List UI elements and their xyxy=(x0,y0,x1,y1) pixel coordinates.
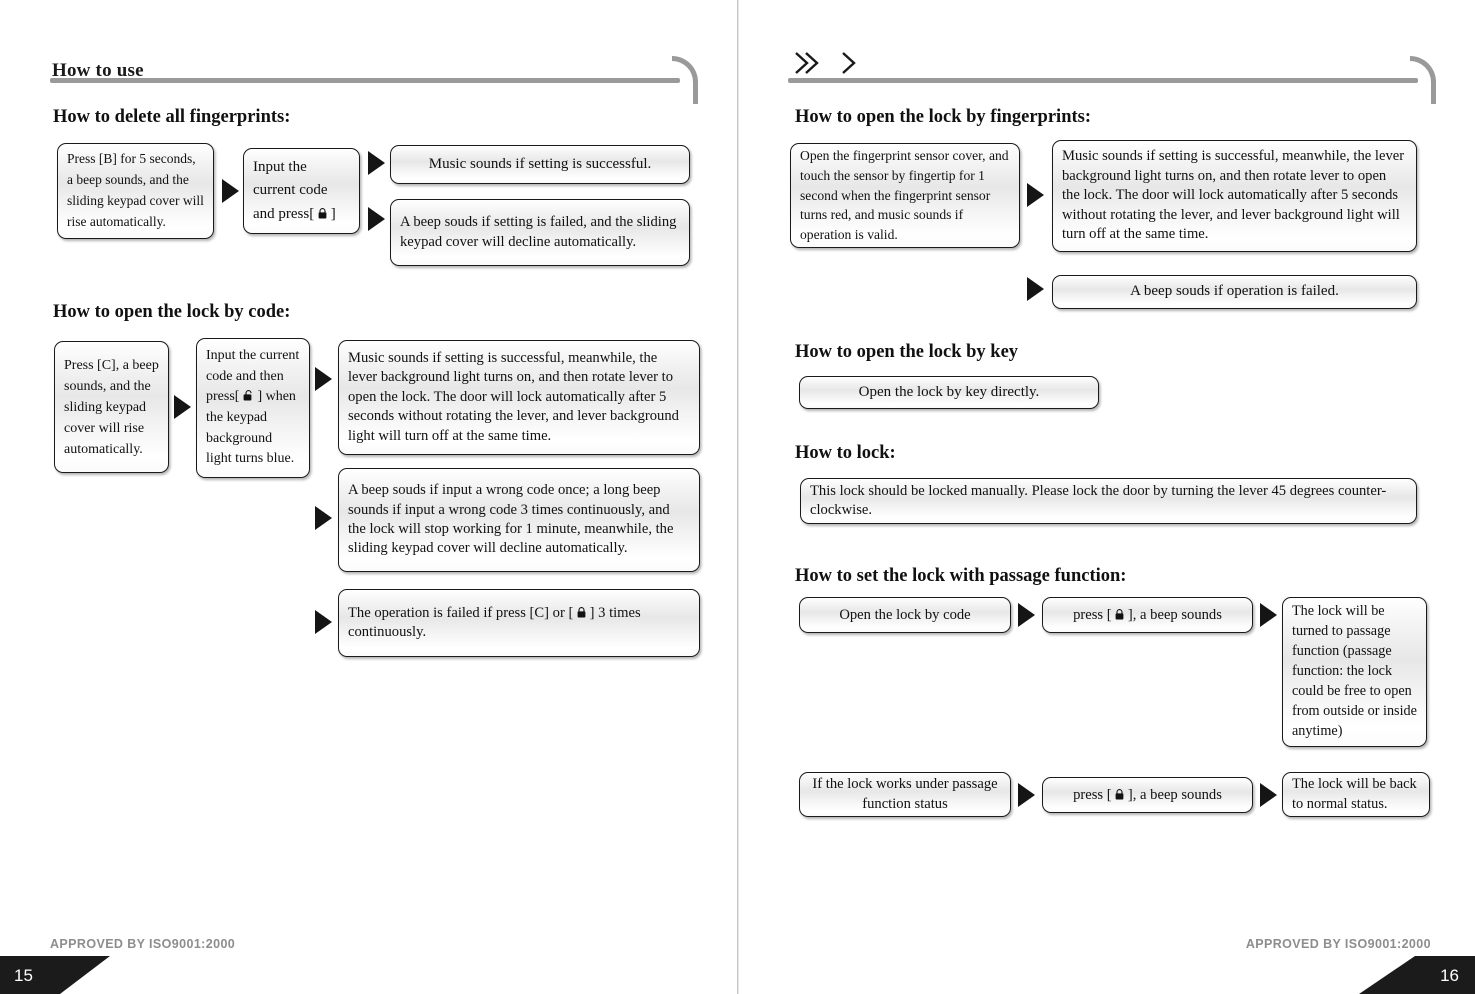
flow-box-text: Open the fingerprint sensor cover, and t… xyxy=(800,148,1009,243)
section-heading-open-by-code: How to open the lock by code: xyxy=(53,302,291,322)
arrow-right-icon xyxy=(174,395,191,419)
section-heading-passage-function: How to set the lock with passage functio… xyxy=(795,566,1127,586)
flow-box-code-result-success: Music sounds if setting is successful, m… xyxy=(338,340,700,455)
left-header-rule xyxy=(50,56,698,104)
padlock-icon xyxy=(1115,788,1124,800)
flow-box-text: A beep souds if input a wrong code once;… xyxy=(348,482,674,557)
footer-wedge-left xyxy=(60,956,737,994)
flow-box-key-step-1: Open the lock by key directly. xyxy=(799,376,1099,409)
flow-box-delete-result-fail: A beep souds if setting is failed, and t… xyxy=(390,199,690,266)
footer-band-left xyxy=(0,956,737,994)
flow-box-text: Press [B] for 5 seconds, a beep sounds, … xyxy=(67,151,204,229)
open-padlock-icon xyxy=(243,390,252,401)
flow-box-text: press [ ], a beep sounds xyxy=(1073,786,1222,803)
arrow-right-icon xyxy=(1027,277,1044,301)
flow-box-delete-step-1: Press [B] for 5 seconds, a beep sounds, … xyxy=(57,143,214,239)
flow-box-code-result-failed: The operation is failed if press [C] or … xyxy=(338,589,700,657)
flow-box-fp-result-fail: A beep souds if operation is failed. xyxy=(1052,275,1417,309)
chevron-right-icon xyxy=(842,52,856,74)
flow-box-text: Input the current code and press[ ] xyxy=(253,159,336,222)
right-header-rule xyxy=(788,56,1436,104)
flow-box-lock-step-1: This lock should be locked manually. Ple… xyxy=(800,478,1417,524)
flow-box-text: Input the current code and then press[ ]… xyxy=(206,347,300,467)
padlock-icon xyxy=(1115,608,1124,620)
flow-box-code-result-wrong: A beep souds if input a wrong code once;… xyxy=(338,468,700,572)
chevron-group xyxy=(793,49,859,77)
flow-box-text: The lock will be turned to passage funct… xyxy=(1292,603,1417,739)
flow-box-passage-step-3: The lock will be turned to passage funct… xyxy=(1282,597,1427,747)
header-rule-curl xyxy=(1410,56,1436,104)
arrow-right-icon xyxy=(1027,183,1044,207)
chevron-double-right-icon xyxy=(795,52,819,74)
flow-box-passage-step-2: press [ ], a beep sounds xyxy=(1042,597,1253,633)
flow-box-fp-step-1: Open the fingerprint sensor cover, and t… xyxy=(790,143,1020,248)
flow-box-text: The operation is failed if press [C] or … xyxy=(348,604,641,640)
section-heading-open-by-fingerprints: How to open the lock by fingerprints: xyxy=(795,107,1091,127)
page-title: How to use xyxy=(52,60,144,81)
left-page: How to use How to delete all fingerprint… xyxy=(0,0,737,994)
section-heading-how-to-lock: How to lock: xyxy=(795,443,896,463)
arrow-right-icon xyxy=(1018,783,1035,807)
header-rule-curl xyxy=(672,56,698,104)
page-number-left: 15 xyxy=(14,966,33,985)
flow-box-text: A beep souds if operation is failed. xyxy=(1130,283,1339,300)
page-number-right: 16 xyxy=(1440,966,1459,985)
flow-box-text: press [ ], a beep sounds xyxy=(1073,606,1222,623)
flow-box-delete-step-2: Input the current code and press[ ] xyxy=(243,148,360,234)
padlock-icon xyxy=(318,207,327,219)
flow-box-passage-revert-3: The lock will be back to normal status. xyxy=(1282,772,1430,817)
arrow-right-icon xyxy=(315,367,332,391)
flow-box-code-step-1: Press [C], a beep sounds, and the slidin… xyxy=(54,341,169,473)
flow-box-text: Music sounds if setting is successful, m… xyxy=(1062,148,1405,243)
flow-box-passage-revert-2: press [ ], a beep sounds xyxy=(1042,777,1253,813)
right-page: How to open the lock by fingerprints: Op… xyxy=(739,0,1475,994)
flow-box-text: This lock should be locked manually. Ple… xyxy=(810,482,1387,518)
flow-box-text: Open the lock by code xyxy=(839,606,971,623)
arrow-right-icon xyxy=(368,207,385,231)
iso-approval-text-right: APPROVED BY ISO9001:2000 xyxy=(1245,937,1431,951)
arrow-right-icon xyxy=(1018,603,1035,627)
footer-band-right xyxy=(739,956,1475,994)
flow-box-fp-result-success: Music sounds if setting is successful, m… xyxy=(1052,140,1417,252)
iso-approval-text-left: APPROVED BY ISO9001:2000 xyxy=(50,937,236,951)
flow-box-text: Music sounds if setting is successful. xyxy=(428,155,652,172)
flow-box-text: Press [C], a beep sounds, and the slidin… xyxy=(64,357,159,457)
footer-wedge-right xyxy=(739,956,1415,994)
flow-box-passage-revert-1: If the lock works under passage function… xyxy=(799,772,1011,817)
arrow-right-icon xyxy=(315,610,332,634)
arrow-right-icon xyxy=(222,179,239,203)
flow-box-delete-result-success: Music sounds if setting is successful. xyxy=(390,145,690,184)
arrow-right-icon xyxy=(315,506,332,530)
flow-box-text: The lock will be back to normal status. xyxy=(1292,776,1417,812)
padlock-icon xyxy=(577,606,586,618)
arrow-right-icon xyxy=(368,151,385,175)
flow-box-code-step-2: Input the current code and then press[ ]… xyxy=(196,338,310,478)
section-heading-delete-fingerprints: How to delete all fingerprints: xyxy=(53,107,291,127)
flow-box-text: If the lock works under passage function… xyxy=(812,775,998,812)
flow-box-passage-step-1: Open the lock by code xyxy=(799,597,1011,633)
flow-box-text: A beep souds if setting is failed, and t… xyxy=(400,213,677,250)
section-heading-open-by-key: How to open the lock by key xyxy=(795,342,1019,362)
arrow-right-icon xyxy=(1260,783,1277,807)
header-rule-bar xyxy=(788,78,1418,83)
header-rule-bar xyxy=(50,78,680,83)
page-divider xyxy=(736,0,739,994)
flow-box-text: Open the lock by key directly. xyxy=(858,383,1040,400)
arrow-right-icon xyxy=(1260,603,1277,627)
flow-box-text: Music sounds if setting is successful, m… xyxy=(348,349,679,444)
